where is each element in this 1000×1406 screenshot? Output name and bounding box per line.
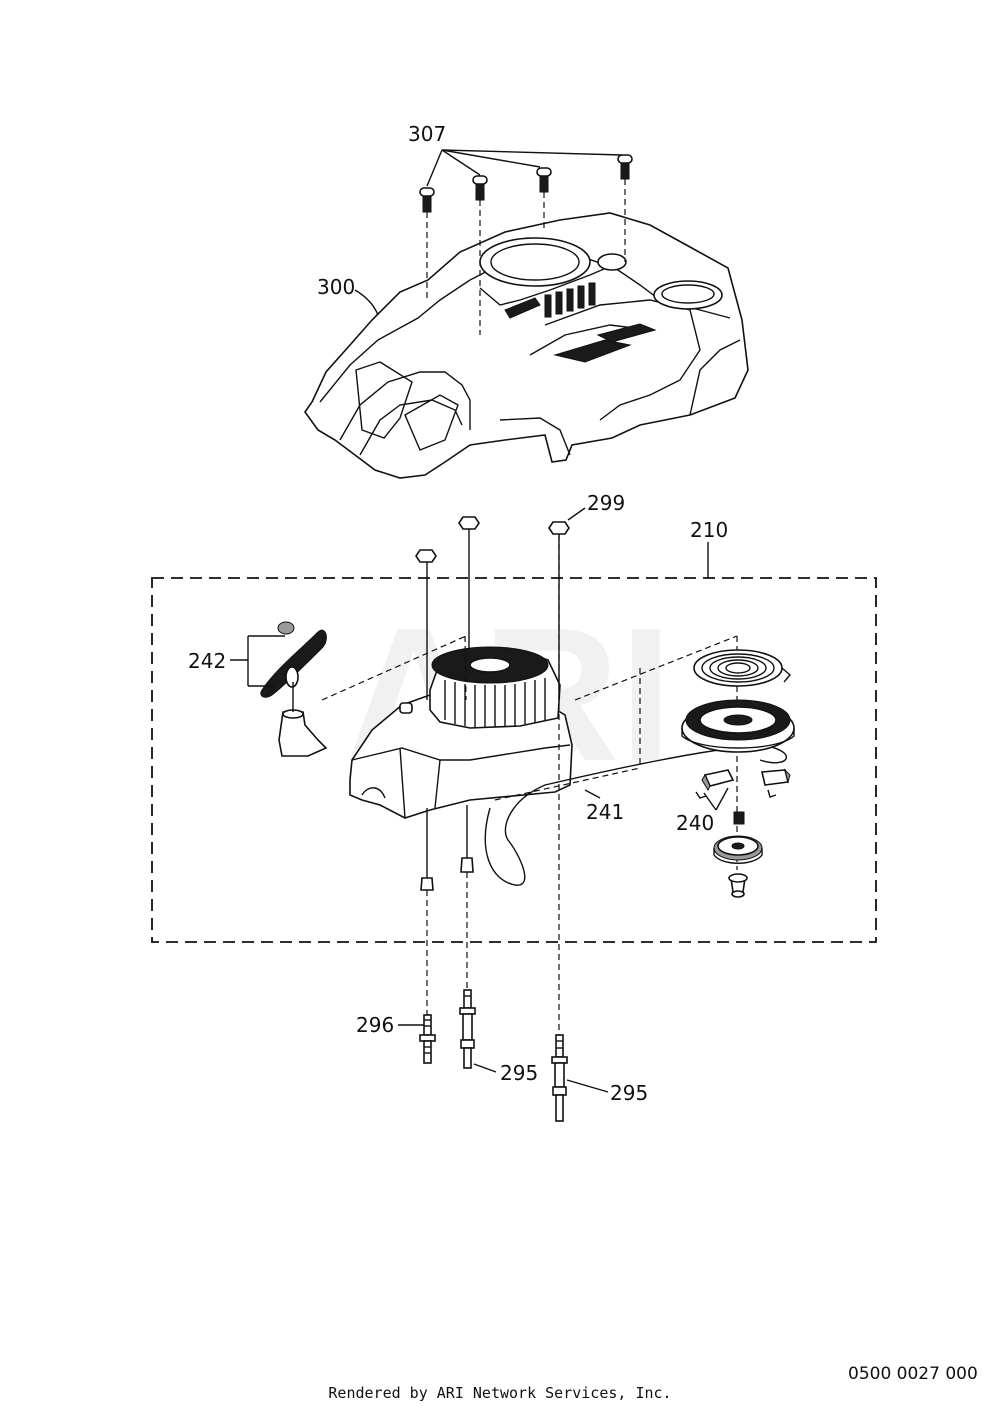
leader-line <box>703 787 729 811</box>
cover-screw-part <box>419 154 633 335</box>
callout-295-right: 295 <box>610 1081 648 1105</box>
leader-line <box>473 1063 497 1073</box>
starter-pulley-part <box>681 699 795 753</box>
pulley-guide-line <box>574 635 738 701</box>
leader-line <box>354 289 379 316</box>
callout-242: 242 <box>188 649 226 673</box>
leader-line <box>441 149 623 156</box>
leader-line <box>584 789 601 799</box>
callout-210: 210 <box>690 518 728 542</box>
starter-nut-part <box>415 516 570 700</box>
retainer-plate-part <box>713 835 763 898</box>
callout-300: 300 <box>317 275 355 299</box>
callout-296: 296 <box>356 1013 394 1037</box>
housing-washer-part <box>420 805 474 891</box>
leader-line <box>567 507 586 521</box>
starter-handle-part <box>260 621 328 757</box>
rope-guide-line <box>321 635 467 701</box>
callout-295-center: 295 <box>500 1061 538 1085</box>
starter-housing-part <box>349 646 573 819</box>
footer-credit: Rendered by ARI Network Services, Inc. <box>328 1384 671 1402</box>
starter-pawl-part <box>695 768 791 825</box>
leader-line <box>426 149 443 187</box>
recoil-starter-assembly-boundary <box>151 577 877 943</box>
engine-cover-part <box>304 212 749 479</box>
recoil-spring-part <box>693 649 791 687</box>
callout-241: 241 <box>586 800 624 824</box>
callout-299: 299 <box>587 491 625 515</box>
callout-240: 240 <box>676 811 714 835</box>
rope-guide-line <box>464 635 467 701</box>
pulley-guide-line <box>494 767 641 801</box>
leader-line <box>566 1079 609 1093</box>
diagram-code: 0500 0027 000 <box>848 1364 978 1384</box>
callout-307: 307 <box>408 122 446 146</box>
stud-bolt-part <box>419 534 568 1122</box>
leader-line <box>230 635 285 687</box>
leader-line <box>441 149 541 168</box>
leader-line <box>441 149 481 176</box>
